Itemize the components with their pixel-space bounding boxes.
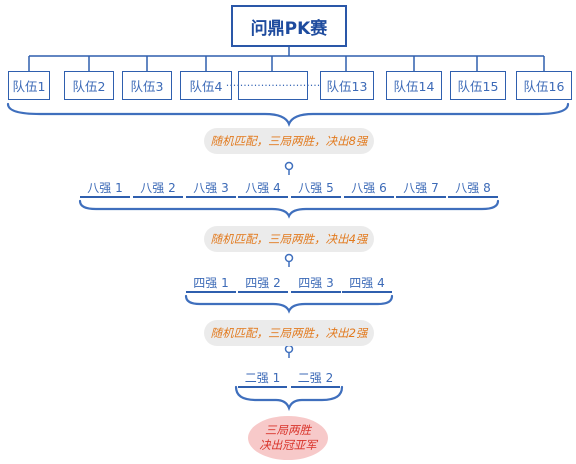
team-box: 队伍16	[516, 71, 572, 100]
pin-marker-1	[284, 161, 294, 171]
round2-label: 二强 2	[291, 368, 340, 388]
final-oval: 三局两胜 决出冠亚军	[248, 416, 328, 460]
team-box: 队伍1	[8, 71, 50, 100]
round8-label: 八强 7	[396, 178, 446, 198]
brace-round4	[184, 294, 394, 314]
team-box-ellipsis: ···························	[226, 71, 320, 100]
brace-round2	[234, 385, 344, 412]
round4-label: 四强 4	[342, 273, 392, 293]
round8-label: 八强 8	[448, 178, 498, 198]
round8-label: 八强 2	[133, 178, 183, 198]
final-rule-line1: 三局两胜	[265, 423, 311, 437]
team-box: 队伍2	[64, 71, 114, 100]
tournament-title: 问鼎PK赛	[231, 5, 347, 47]
brace-round8	[78, 199, 500, 219]
pin-marker-2	[284, 253, 294, 263]
round4-label: 四强 2	[238, 273, 288, 293]
round8-label: 八强 1	[80, 178, 130, 198]
team-box: 队伍14	[386, 71, 442, 100]
rule-pill-round2: 随机匹配，三局两胜，决出2强	[204, 320, 374, 346]
round8-label: 八强 6	[344, 178, 394, 198]
round2-label: 二强 1	[238, 368, 287, 388]
rule-pill-round4: 随机匹配，三局两胜，决出4强	[204, 226, 374, 252]
brace-teams	[6, 102, 570, 127]
team-box: 队伍13	[320, 71, 374, 100]
team-box: 队伍15	[450, 71, 506, 100]
team-box: 队伍4	[180, 71, 232, 100]
round4-label: 四强 3	[291, 273, 341, 293]
final-rule-line2: 决出冠亚军	[259, 438, 317, 452]
round8-label: 八强 3	[186, 178, 236, 198]
team-box: 队伍3	[122, 71, 172, 100]
rule-pill-round8: 随机匹配，三局两胜，决出8强	[204, 128, 374, 154]
round8-label: 八强 4	[238, 178, 288, 198]
round4-label: 四强 1	[186, 273, 236, 293]
round8-label: 八强 5	[291, 178, 341, 198]
pin-marker-3	[284, 344, 294, 354]
